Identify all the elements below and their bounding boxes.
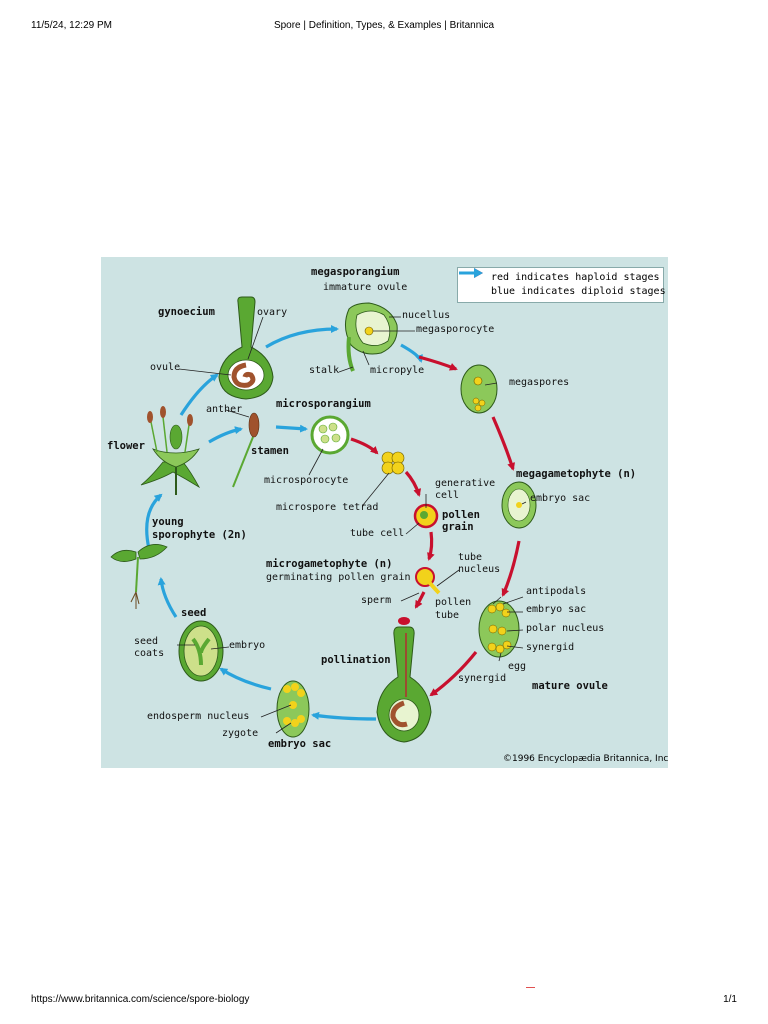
label-stamen: stamen (251, 445, 289, 457)
label-grain: grain (442, 521, 474, 533)
stamen-drawing (232, 412, 260, 488)
label-pollination: pollination (321, 654, 391, 666)
label-tube-nucleus-2: nucleus (458, 564, 501, 575)
arrow-embryo-sac-to-seed (219, 667, 272, 691)
microsporangium-drawing (310, 415, 350, 455)
arrow-flower-to-gynoecium (179, 373, 219, 416)
arrow-seed-to-sporophyte (157, 577, 178, 618)
label-generative-cell-1: generative (435, 478, 496, 489)
microgametophyte-drawing (415, 567, 441, 595)
legend-diploid: blue indicates diploid stages (491, 286, 666, 297)
arrow-microsporangium-to-tetrad (350, 437, 379, 455)
arrow-megasporangium-to-megaspores (400, 343, 423, 363)
pollen-grain-drawing (413, 503, 439, 529)
label-flower: flower (107, 440, 145, 452)
mature-ovule-drawing (478, 600, 520, 658)
legend-haploid: red indicates haploid stages (491, 272, 660, 283)
label-generative-cell-2: cell (435, 490, 460, 501)
label-stalk: stalk (309, 365, 340, 376)
label-megagametophyte: megagametophyte (n) (516, 468, 637, 480)
arrow-gynoecium-to-megasporangium (265, 325, 339, 349)
pollination-drawing (376, 617, 432, 743)
arrow-stamen-to-microsporangium (275, 424, 308, 433)
label-microsporocyte: microsporocyte (264, 475, 349, 486)
arrow-tetrad-to-pollen (404, 470, 422, 497)
young-sporophyte-drawing (110, 544, 168, 609)
leader-lines (177, 316, 527, 734)
arrow-sporophyte-to-flower (145, 493, 163, 550)
print-datetime: 11/5/24, 12:29 PM (31, 20, 112, 31)
label-young: young (152, 516, 184, 528)
diagram-graphics (110, 296, 537, 743)
legend: red indicates haploid stages blue indica… (457, 267, 666, 303)
label-megasporangium: megasporangium (311, 266, 400, 278)
label-ovule: ovule (150, 362, 181, 373)
label-microspore-tetrad: microspore tetrad (276, 502, 379, 513)
label-micropyle: micropyle (370, 365, 425, 376)
label-microsporangium: microsporangium (276, 398, 371, 410)
label-megasporocyte: megasporocyte (416, 324, 495, 335)
label-endosperm-nucleus: endosperm nucleus (147, 711, 250, 722)
label-seed: seed (181, 607, 207, 619)
arrow-microgametophyte-to-pollination (414, 591, 426, 609)
arrow-pollen-to-microgametophyte (427, 531, 435, 561)
arrow-flower-to-stamen (208, 426, 243, 444)
label-synergid-left: synergid (458, 673, 507, 684)
label-synergid-right: synergid (526, 642, 575, 653)
label-embryo: embryo (229, 640, 266, 651)
arrow-megasporocyte-to-megaspores (418, 355, 458, 371)
plant-life-cycle-diagram: red indicates haploid stages blue indica… (101, 257, 668, 768)
label-embryo-sac-top: embryo sac (530, 493, 591, 504)
megasporangium-drawing (345, 302, 398, 372)
label-pollen: pollen (442, 509, 480, 521)
label-polar-nucleus: polar nucleus (526, 623, 605, 634)
label-germinating-pollen-grain: germinating pollen grain (266, 572, 411, 583)
diploid-arrows (145, 325, 423, 721)
label-seed-coats-2: coats (134, 648, 165, 659)
gynoecium-drawing (218, 296, 274, 400)
seed-drawing (178, 620, 224, 682)
label-sporophyte-2n: sporophyte (2n) (152, 529, 247, 541)
blue-arrow-icon (459, 268, 483, 278)
label-pollen-tube-2: tube (435, 610, 460, 621)
label-egg: egg (508, 661, 527, 672)
label-mature-ovule: mature ovule (532, 680, 608, 692)
label-embryo-sac-mid: embryo sac (526, 604, 587, 615)
label-zygote: zygote (222, 728, 259, 739)
arrow-megaspores-to-megagametophyte (491, 416, 515, 471)
label-anther: anther (206, 404, 243, 415)
copyright-notice: ©1996 Encyclopædia Britannica, Inc. (503, 754, 668, 764)
print-page-number: 1/1 (723, 994, 737, 1005)
label-gynoecium: gynoecium (158, 306, 215, 318)
label-seed-coats-1: seed (134, 636, 159, 647)
label-tube-cell: tube cell (350, 528, 405, 539)
label-pollen-tube-1: pollen (435, 597, 472, 608)
label-ovary: ovary (257, 307, 288, 318)
arrow-pollination-to-embryo-sac (311, 711, 377, 721)
label-immature-ovule: immature ovule (323, 282, 408, 293)
label-microgametophyte: microgametophyte (n) (266, 558, 393, 570)
label-sperm: sperm (361, 595, 392, 606)
haploid-arrows (350, 355, 521, 697)
label-antipodals: antipodals (526, 586, 587, 597)
stray-mark (526, 987, 535, 988)
megaspores-drawing (460, 364, 498, 414)
embryo-sac-drawing (276, 680, 310, 738)
arrow-mature-ovule-to-pollination (429, 651, 478, 697)
print-url: https://www.britannica.com/science/spore… (31, 994, 250, 1005)
microspore-tetrad-drawing (381, 451, 405, 475)
label-tube-nucleus-1: tube (458, 552, 483, 563)
flower-drawing (140, 406, 201, 495)
arrow-megagametophyte-to-mature-ovule (501, 540, 521, 597)
print-page-title: Spore | Definition, Types, & Examples | … (273, 20, 495, 31)
megagametophyte-drawing (501, 481, 537, 529)
label-embryo-sac-bottom: embryo sac (268, 738, 332, 750)
label-megaspores: megaspores (509, 377, 570, 388)
label-nucellus: nucellus (402, 310, 451, 321)
